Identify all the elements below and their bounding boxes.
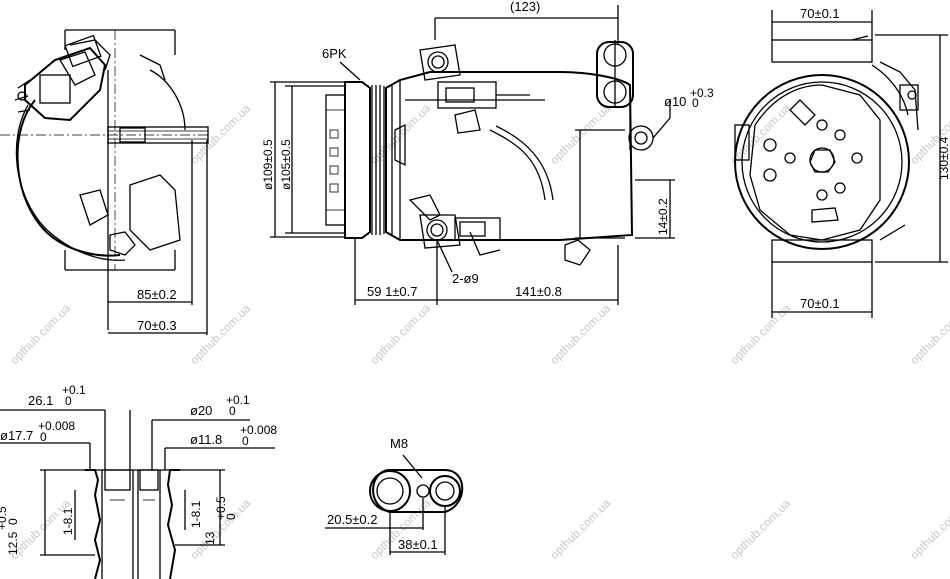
dim-label: +0.1 (62, 383, 86, 397)
dim-label: 59 1±0.7 (367, 284, 418, 299)
watermark: opthub.com.ua (367, 301, 433, 367)
watermark: opthub.com.ua (727, 301, 793, 367)
middle-side-view: (123) 6PK ø109±0.5 ø105±0.5 (261, 0, 714, 305)
dim-label: 0 (229, 404, 236, 418)
dim-label: 85±0.2 (137, 287, 177, 302)
dim-label: 0 (242, 434, 249, 448)
dim-label: 141±0.8 (515, 284, 562, 299)
dim-label: +0.5 (214, 496, 228, 520)
watermark: opthub.com.ua (7, 301, 73, 367)
watermark: opthub.com.ua (547, 301, 613, 367)
watermark: opthub.com.ua (727, 496, 793, 562)
dim-label: ø20 (190, 403, 212, 418)
right-front-view: 70±0.1 130±0.4 70±0.1 (734, 6, 950, 318)
dim-label: 0 (6, 518, 20, 525)
dim-label: 1-8.1 (61, 507, 75, 535)
dim-label: ø109±0.5 (261, 139, 275, 190)
dim-label: 38±0.1 (398, 537, 438, 552)
watermark: opthub.com.ua (547, 496, 613, 562)
dim-label: 0 (65, 394, 72, 408)
dim-label: 26.1 (28, 393, 53, 408)
dim-label: 0 (224, 513, 238, 520)
port-section-view: 26.1 +0.1 0 ø17.7 +0.008 0 ø20 +0.1 0 ø1… (0, 383, 277, 579)
dim-label: ø105±0.5 (279, 139, 293, 190)
watermark: opthub.com.ua (907, 301, 950, 367)
dim-label: +0.008 (38, 419, 75, 433)
dim-label: M8 (390, 436, 408, 451)
watermark: opthub.com.ua (187, 301, 253, 367)
watermark: opthub.com.ua (907, 496, 950, 562)
dim-label: (123) (510, 0, 540, 14)
dim-label: 13 (203, 531, 217, 545)
fitting-face-view: M8 20.5±0.2 38±0.1 (325, 436, 464, 555)
dim-label: ø17.7 (0, 428, 33, 443)
dim-label: 6PK (322, 46, 347, 61)
dim-label: 0 (692, 96, 699, 110)
dim-label: 2-ø9 (452, 271, 479, 286)
dim-label: 70±0.1 (800, 6, 840, 21)
left-rear-view: 85±0.2 70±0.3 (0, 29, 210, 335)
dim-label: 0 (40, 430, 47, 444)
dim-label: +0.1 (226, 393, 250, 407)
dim-label: 70±0.3 (137, 318, 177, 333)
dim-label: +0.3 (690, 86, 714, 100)
dim-label: 20.5±0.2 (327, 512, 378, 527)
dim-label: 70±0.1 (800, 296, 840, 311)
dim-label: ø10 (664, 94, 686, 109)
dim-label: 14±0.2 (656, 198, 670, 235)
watermark: opthub.com.ua (187, 101, 253, 167)
dim-label: +0.008 (240, 423, 277, 437)
dim-label: 130±0.4 (937, 136, 950, 180)
dim-label: 12.5 (6, 531, 20, 555)
dim-label: ø11.8 (190, 432, 222, 447)
dim-label: +0.5 (0, 506, 9, 530)
dim-label: 1-8.1 (189, 500, 203, 528)
